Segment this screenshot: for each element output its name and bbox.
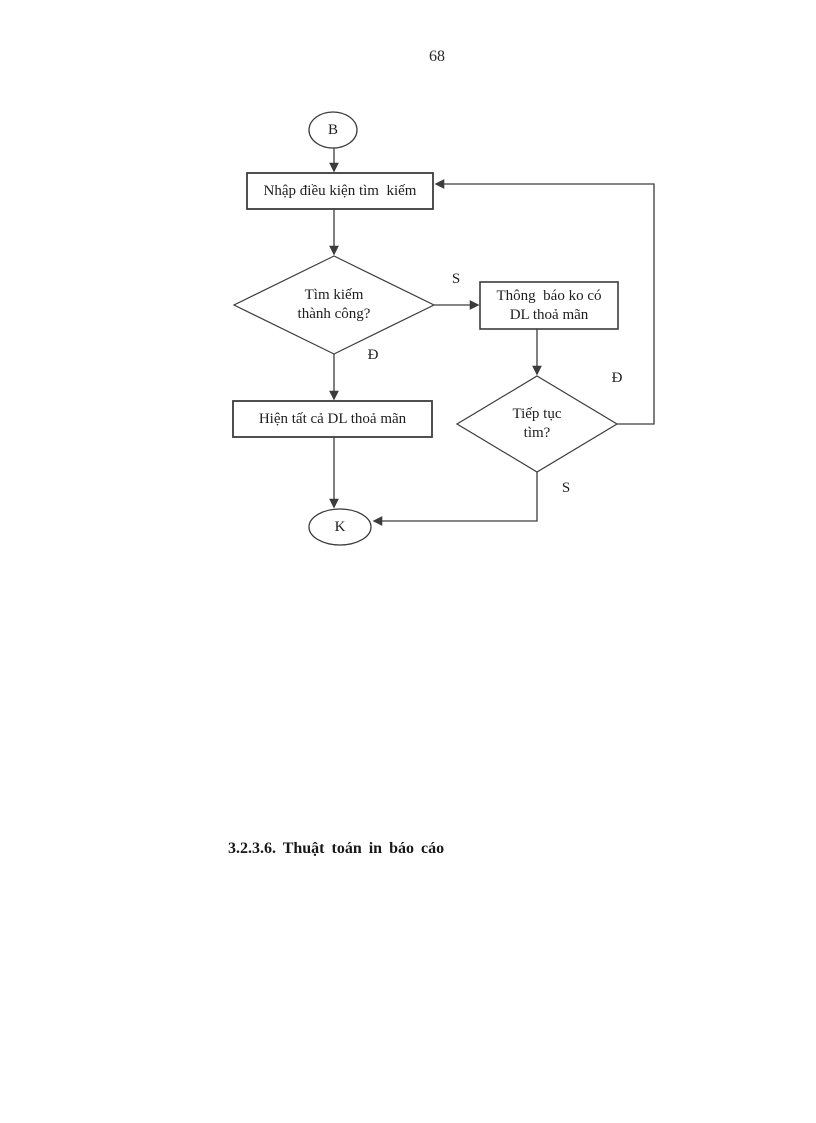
connector-continue-yes-feedback [434,179,655,425]
edge-label-success-yes: Đ [367,347,379,363]
start-terminator-shape [308,111,358,149]
show-process-shape [232,400,433,438]
show-node-label: Hiện tất cả DL thoả mãn [258,410,407,427]
page-number: 68 [429,48,445,65]
end-node-label: K [334,519,346,535]
input-process-shape [246,172,434,210]
end-terminator-shape [308,508,372,546]
section-heading: 3.2.3.6. Thuật toán in báo cáo [228,840,445,857]
edge-label-continue-yes: Đ [611,370,623,386]
notice-process-shape [479,281,619,330]
edge-label-success-no: S [451,271,461,287]
search-decision-label: Tìm kiếm thành công? [297,287,371,322]
connector-continue-no-to-end [372,472,538,526]
input-node-label: Nhập điều kiện tìm kiếm [263,182,417,199]
start-node-label: B [327,122,338,138]
edge-label-continue-no: S [561,480,571,496]
notice-node-label: Thông báo ko có DL thoả mãn [496,287,602,323]
continue-decision-label: Tiếp tục tìm? [512,406,562,441]
